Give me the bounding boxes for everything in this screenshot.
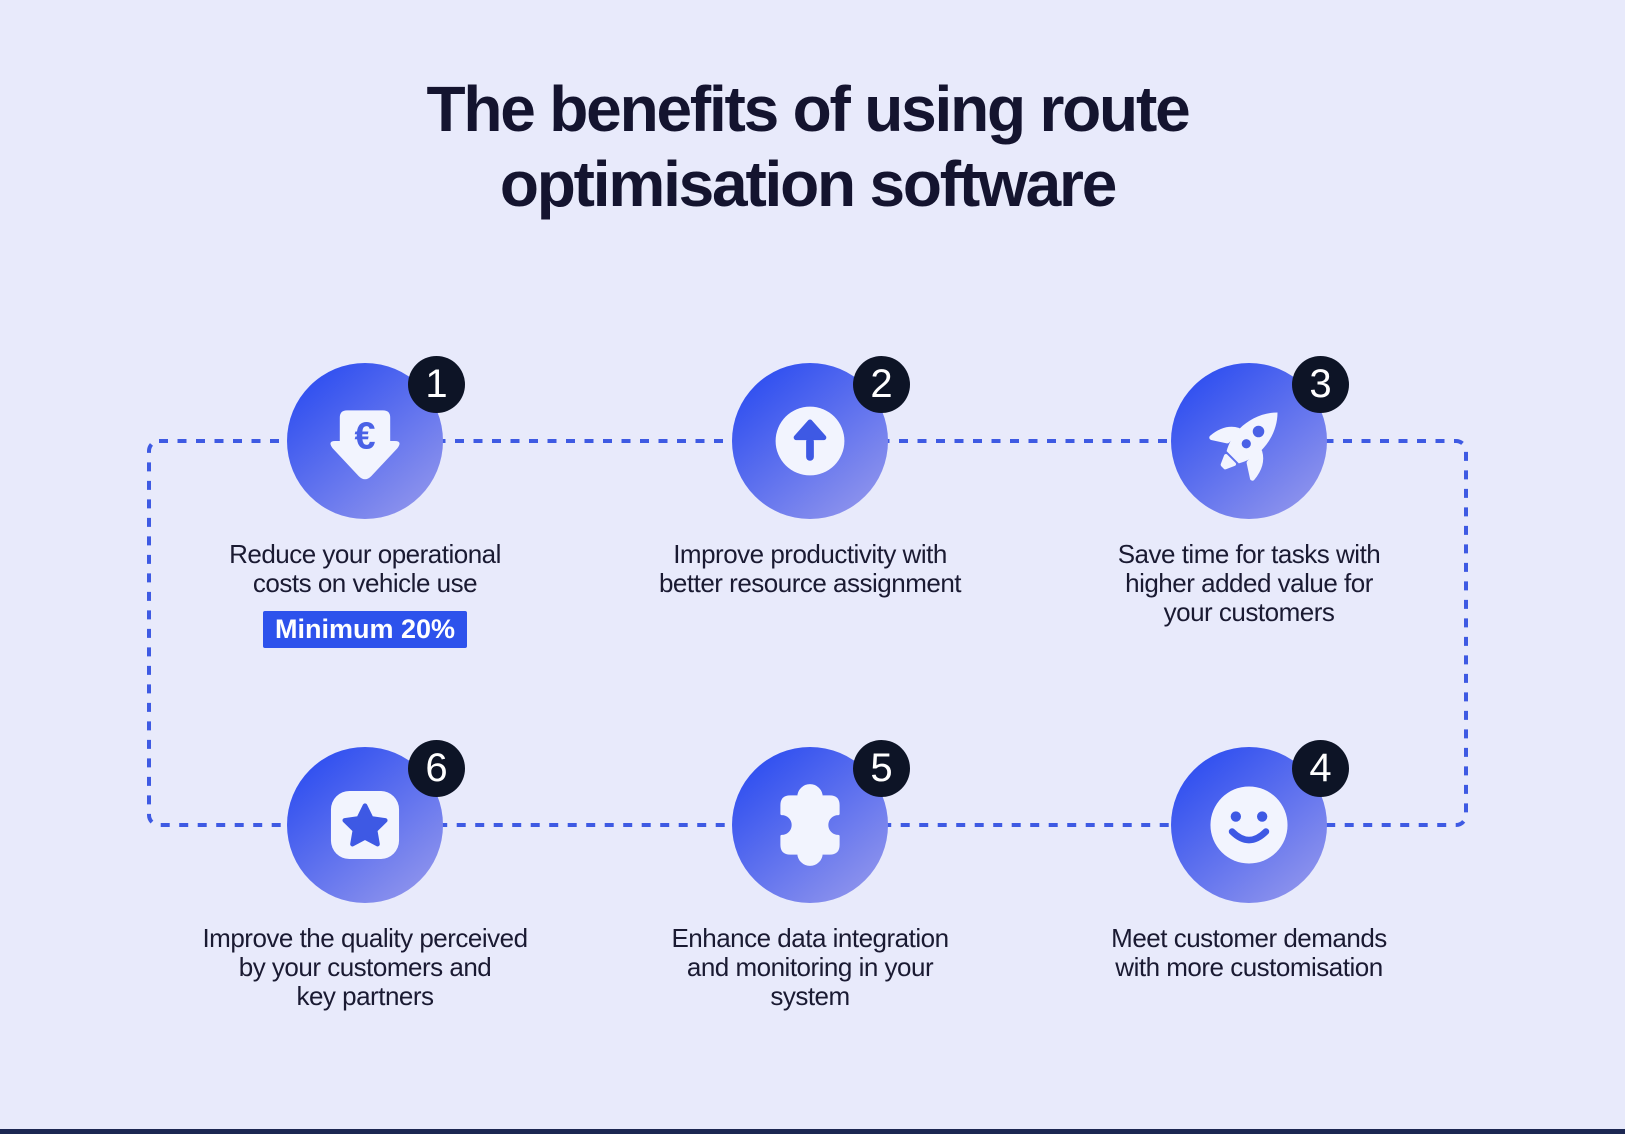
step-badge-2: 2 bbox=[853, 356, 910, 413]
rocket-icon bbox=[1209, 412, 1278, 481]
bottom-strip bbox=[0, 1129, 1625, 1134]
page-title-line-1: The benefits of using route bbox=[426, 73, 1191, 145]
step-badge-4: 4 bbox=[1292, 740, 1349, 797]
euro-price-drop-icon: € bbox=[330, 410, 400, 480]
benefit-circle-3: 3 bbox=[1171, 356, 1349, 519]
benefit-caption-1: Reduce your operational costs on vehicle… bbox=[229, 539, 501, 598]
star-icon bbox=[330, 790, 400, 860]
step-badge-1: 1 bbox=[408, 356, 465, 413]
benefit-item-6: 6 Improve the quality perceived by your … bbox=[185, 740, 545, 1011]
benefit-item-2: 2 Improve productivity with better resou… bbox=[630, 356, 990, 598]
minimum-20-badge: Minimum 20% bbox=[262, 611, 468, 648]
step-number: 3 bbox=[1309, 362, 1332, 406]
page-title: The benefits of using route optimisation… bbox=[0, 72, 1615, 222]
step-badge-6: 6 bbox=[408, 740, 465, 797]
benefit-circle-6: 6 bbox=[287, 740, 465, 903]
benefit-item-3: 3 Save time for tasks with higher added … bbox=[1069, 356, 1429, 627]
step-number: 4 bbox=[1309, 746, 1332, 790]
benefit-caption-5: Enhance data integration and monitoring … bbox=[671, 923, 949, 1011]
benefit-caption-2: Improve productivity with better resourc… bbox=[658, 539, 962, 598]
puzzle-piece-icon bbox=[780, 784, 840, 866]
benefit-circle-5: 5 bbox=[732, 740, 910, 903]
arrow-up-icon bbox=[775, 406, 845, 476]
benefit-circle-2: 2 bbox=[732, 356, 910, 519]
step-badge-3: 3 bbox=[1292, 356, 1349, 413]
step-number: 2 bbox=[870, 362, 893, 406]
step-number: 5 bbox=[870, 746, 893, 790]
benefit-item-4: 4 Meet customer demands with more custom… bbox=[1069, 740, 1429, 982]
benefit-circle-1: € 1 bbox=[287, 356, 465, 519]
svg-text:€: € bbox=[354, 416, 375, 458]
benefit-caption-6: Improve the quality perceived by your cu… bbox=[202, 923, 528, 1011]
step-number: 6 bbox=[425, 746, 448, 790]
benefit-caption-4: Meet customer demands with more customis… bbox=[1111, 923, 1387, 982]
smiley-face-icon bbox=[1210, 786, 1288, 864]
benefit-circle-4: 4 bbox=[1171, 740, 1349, 903]
benefit-item-1: € 1 Reduce your operational costs on veh… bbox=[185, 356, 545, 648]
step-number: 1 bbox=[425, 362, 448, 406]
step-badge-5: 5 bbox=[853, 740, 910, 797]
benefit-caption-3: Save time for tasks with higher added va… bbox=[1117, 539, 1381, 627]
benefit-item-5: 5 Enhance data integration and monitorin… bbox=[630, 740, 990, 1011]
page-title-line-2: optimisation software bbox=[499, 148, 1117, 220]
